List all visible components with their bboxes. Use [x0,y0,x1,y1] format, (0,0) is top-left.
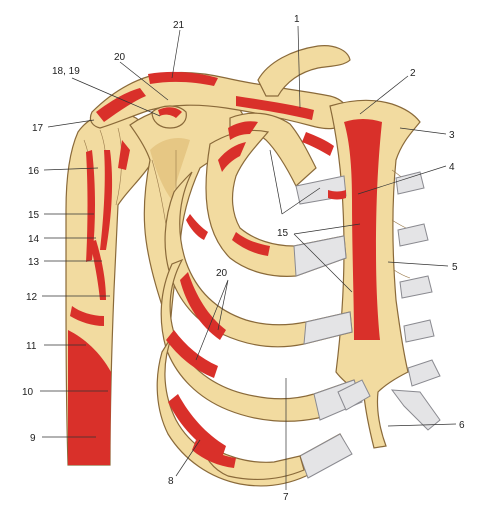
ribs [156,112,441,487]
label-13: 13 [28,257,40,268]
sternum-red-band [344,119,382,340]
clavicle-top-red [148,71,218,86]
label-12: 12 [26,292,38,303]
label-20-top: 20 [114,52,126,63]
humerus-lower-red-band [68,330,111,465]
label-15-left: 15 [28,210,40,221]
label-15-center: 15 [277,228,289,239]
label-7: 7 [283,492,289,503]
label-1: 1 [294,14,300,25]
label-10: 10 [22,387,34,398]
label-14: 14 [28,234,40,245]
sternum [329,99,421,449]
clavicle [89,71,349,130]
label-20-mid: 20 [216,268,228,279]
label-3: 3 [449,130,455,141]
label-11: 11 [26,341,37,352]
label-6: 6 [459,420,465,431]
label-18-19: 18, 19 [52,66,80,77]
label-2: 2 [410,68,416,79]
label-21: 21 [173,20,185,31]
label-16: 16 [28,166,40,177]
label-9: 9 [30,433,36,444]
first-rib [257,45,351,97]
label-8: 8 [168,476,174,487]
label-4: 4 [449,162,455,173]
label-5: 5 [452,262,458,273]
labels: 1 2 3 4 5 6 7 8 9 10 11 12 13 14 15 15 1… [22,14,465,503]
leader-lines [40,25,457,490]
label-17: 17 [32,123,44,134]
humerus [65,112,153,466]
